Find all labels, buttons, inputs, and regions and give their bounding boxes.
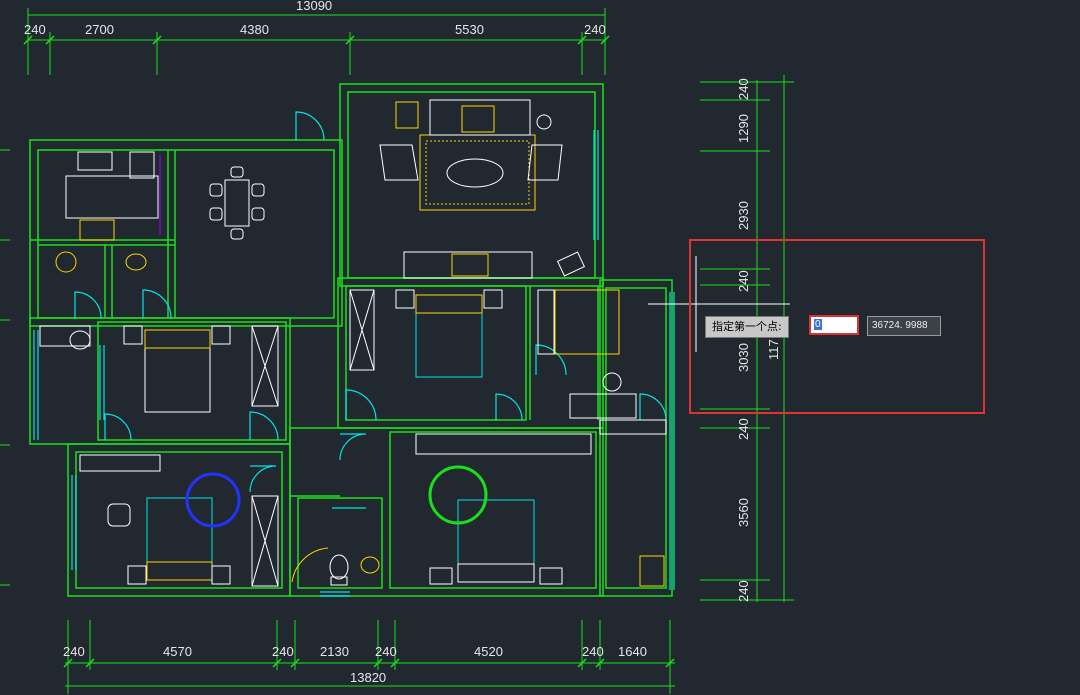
command-prompt-label: 指定第一个点: — [705, 316, 789, 338]
top-dim-5: 240 — [584, 22, 606, 37]
right-dim-4: 240 — [736, 270, 751, 292]
right-dim-3: 2930 — [736, 201, 751, 230]
top-dim-1: 240 — [24, 22, 46, 37]
bottom-dim-5: 240 — [375, 644, 397, 659]
right-dim-5: 3030 — [736, 343, 751, 372]
coordinate-readout: 36724. 9988 — [867, 316, 941, 336]
top-dim-4: 5530 — [455, 22, 484, 37]
bottom-dim-4: 2130 — [320, 644, 349, 659]
right-dim-6: 240 — [736, 418, 751, 440]
kitchen-dining-furniture — [55, 151, 265, 273]
input-selected-value[interactable]: 0 — [814, 319, 822, 330]
dimension-lines — [0, 8, 794, 694]
bedroom-furniture — [79, 289, 667, 587]
top-dimension-texts: 13090 240 2700 4380 5530 240 — [24, 0, 606, 37]
cursor-partial-dim: 117 — [766, 339, 781, 360]
bottom-dim-2: 4570 — [163, 644, 192, 659]
right-dim-8: 240 — [736, 580, 751, 602]
top-dim-2: 2700 — [85, 22, 114, 37]
dynamic-input-field[interactable]: 0 — [809, 315, 859, 335]
bottom-dimension-texts: 240 4570 240 2130 240 4520 240 1640 1382… — [63, 644, 647, 685]
bottom-dim-7: 240 — [582, 644, 604, 659]
bathroom-fixtures — [39, 325, 380, 586]
walls — [29, 83, 673, 597]
right-dimension-texts: 240 1290 2930 240 3030 240 3560 240 117 — [736, 78, 781, 602]
window-lines — [33, 130, 675, 597]
bottom-overall-dim: 13820 — [350, 670, 386, 685]
bottom-dim-8: 1640 — [618, 644, 647, 659]
right-dim-7: 3560 — [736, 498, 751, 527]
doors — [74, 111, 667, 493]
highlight-annotation-box — [689, 239, 985, 414]
bottom-dim-1: 240 — [63, 644, 85, 659]
living-room-furniture — [379, 99, 586, 279]
dimension-ticks — [23, 35, 675, 668]
bottom-dim-3: 240 — [272, 644, 294, 659]
top-dim-3: 4380 — [240, 22, 269, 37]
right-dim-2: 1290 — [736, 114, 751, 143]
top-overall-dim: 13090 — [296, 0, 332, 13]
crosshair-cursor — [648, 256, 790, 352]
bottom-dim-6: 4520 — [474, 644, 503, 659]
right-dim-1: 240 — [736, 78, 751, 100]
